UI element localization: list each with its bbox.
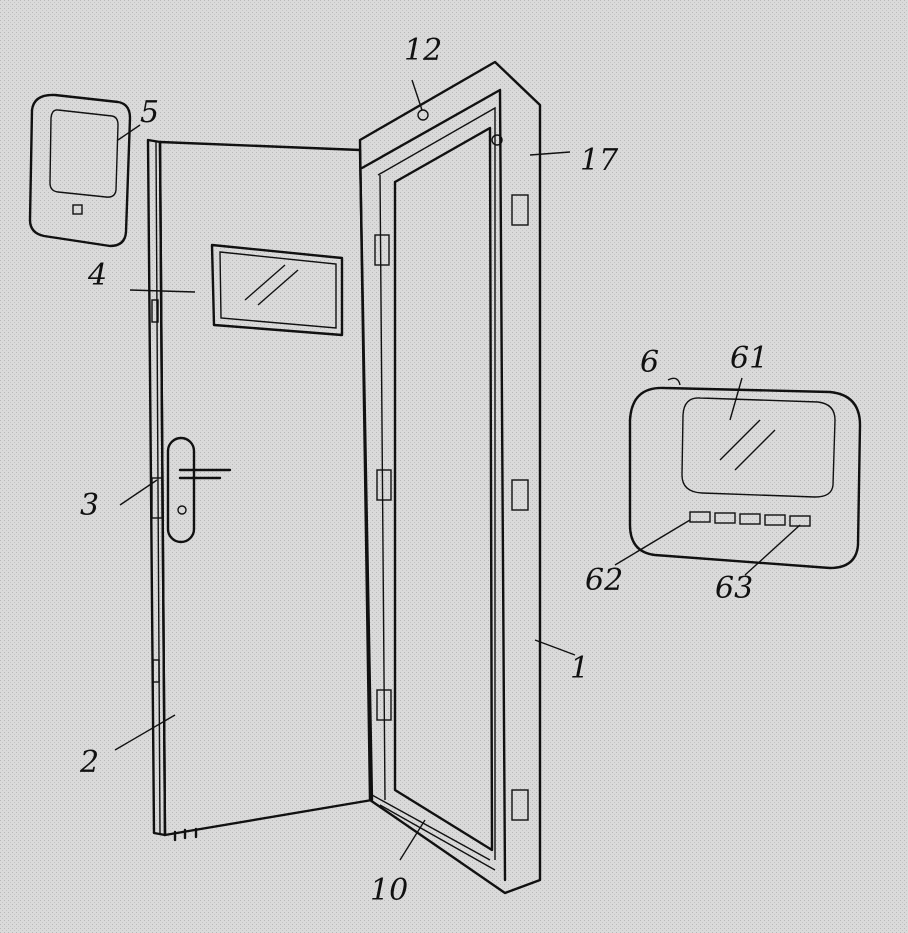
label-5: 5 — [140, 95, 159, 130]
label-4: 4 — [87, 258, 107, 293]
label-61: 61 — [730, 341, 768, 376]
label-10: 10 — [370, 873, 408, 908]
leader-lines — [114, 79, 801, 861]
panel-keys — [689, 511, 811, 527]
label-3: 3 — [80, 488, 99, 523]
label-17: 17 — [580, 143, 619, 178]
remote-device-5 — [28, 93, 132, 248]
door-window — [210, 243, 344, 337]
control-panel-6 — [628, 386, 862, 570]
label-63: 63 — [715, 571, 753, 606]
door-handle — [151, 436, 232, 544]
label-12: 12 — [404, 33, 442, 68]
label-62: 62 — [585, 563, 623, 598]
label-1: 1 — [570, 651, 589, 686]
label-6: 6 — [640, 345, 659, 380]
door-frame — [358, 60, 542, 895]
label-2: 2 — [79, 745, 99, 780]
